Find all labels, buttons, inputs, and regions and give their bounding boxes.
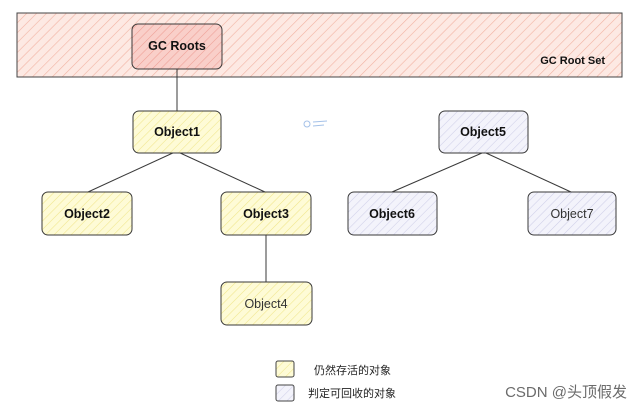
edge-object1-object3 [177, 151, 266, 193]
node-object1: Object1 [132, 110, 222, 154]
node-gc-roots: GC Roots [131, 23, 223, 70]
node-object6: Object6 [347, 191, 438, 236]
gc-root-set-label: GC Root Set [540, 55, 605, 67]
node-object7: Object7 [527, 191, 617, 236]
legend-swatch-alive [275, 360, 295, 378]
reference-edges [87, 69, 572, 282]
legend-label-alive: 仍然存活的对象 [314, 363, 391, 377]
legend-label-recyclable: 判定可回收的对象 [308, 386, 396, 400]
legend-swatch-recyclable [275, 384, 295, 402]
edge-object5-object7 [485, 152, 572, 193]
node-object7-label: Object7 [550, 207, 593, 221]
node-object3-label: Object3 [243, 207, 289, 221]
node-object6-label: Object6 [369, 207, 415, 221]
node-object4: Object4 [220, 281, 313, 326]
edge-object5-object6 [391, 152, 483, 193]
node-object4-label: Object4 [244, 297, 287, 311]
small-logo-icon [303, 120, 328, 128]
node-object5: Object5 [438, 110, 529, 154]
edge-object1-object2 [87, 151, 176, 193]
gc-root-set: GC Root Set [16, 12, 623, 78]
legend-item-recyclable: 判定可回收的对象 [275, 384, 396, 402]
node-object5-label: Object5 [460, 125, 506, 139]
legend: 仍然存活的对象 判定可回收的对象 [275, 360, 396, 402]
node-gc-roots-label: GC Roots [148, 39, 206, 53]
node-object2-label: Object2 [64, 207, 110, 221]
node-object2: Object2 [41, 191, 133, 236]
legend-item-alive: 仍然存活的对象 [275, 360, 391, 378]
node-object3: Object3 [220, 191, 312, 236]
node-object1-label: Object1 [154, 125, 200, 139]
watermark-text: CSDN @头顶假发 [505, 384, 627, 401]
